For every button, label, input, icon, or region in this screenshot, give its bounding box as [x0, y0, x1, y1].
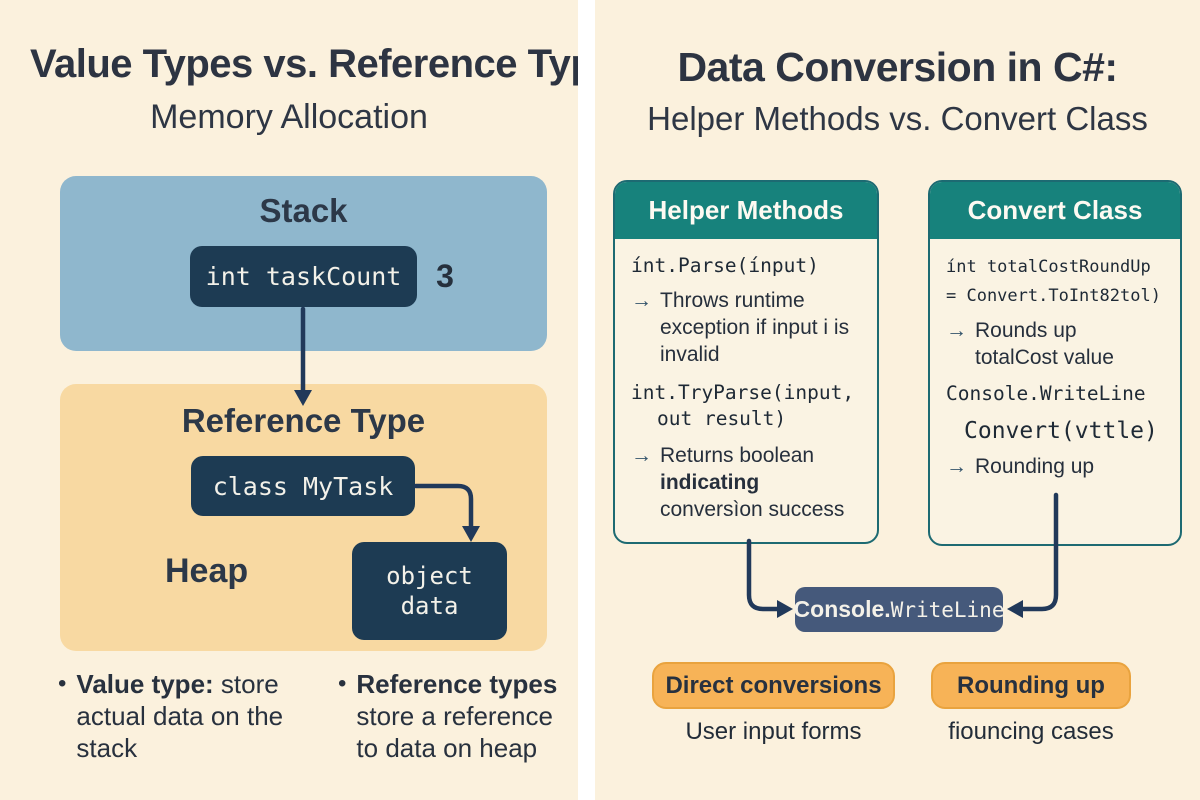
arrow-right-icon: →	[631, 444, 652, 467]
bullet-value-type-rest: store actual data on the stack	[76, 669, 284, 763]
bullet-reference-type-rest: store a reference to data on heap	[356, 701, 553, 763]
panel-value-vs-reference: Value Types vs. Reference Typ Memory All…	[0, 0, 578, 800]
stack-value: 3	[436, 258, 454, 294]
note-tryparse-pre: Returns boolean	[660, 444, 815, 467]
console-node-mono: WriteLine	[890, 597, 1005, 622]
code-convert: Convert(vttle)	[964, 418, 1158, 444]
stack-label: Stack	[259, 192, 348, 229]
left-title: Value Types vs. Reference Typ	[30, 42, 578, 86]
console-writeline-node: Console.WriteLine	[793, 587, 1005, 632]
convert-class-body: ínt totalCostRoundUp = Convert.ToInt82to…	[930, 239, 1180, 480]
class-box: class MyTask	[191, 456, 415, 516]
arrow-right-icon: →	[946, 319, 967, 342]
code-totalcost-line2: = Convert.ToInt82tol)	[946, 286, 1161, 306]
code-console-writeline: Console.WriteLine	[946, 382, 1146, 405]
variable-box: int taskCount	[190, 246, 417, 307]
bullet-value-type-bold: Value type:	[76, 669, 214, 699]
object-data-box: object data	[352, 542, 507, 640]
note-tryparse-bold: indicating	[660, 471, 760, 494]
bullet-dot-icon: •	[338, 670, 347, 697]
bullet-dot-icon: •	[58, 670, 67, 697]
stack-region: Stack int taskCount 3	[60, 176, 547, 351]
note-tryparse-post: conversìon success	[660, 498, 845, 521]
console-node-bold: Console.	[793, 596, 891, 622]
pill-direct-conversions: Direct conversions	[652, 662, 895, 709]
bullet-reference-type-text: Reference types store a reference to dat…	[356, 668, 566, 764]
note-parse-text: Throws runtime exception if input i is i…	[660, 289, 850, 366]
left-subtitle: Memory Allocation	[150, 98, 428, 136]
code-tryparse-line1: int.TryParse(input,	[631, 381, 855, 404]
heap-region: Reference Type class MyTask Heap object …	[60, 384, 547, 651]
note-parse: → Throws runtime exception if input i is…	[631, 287, 861, 368]
bullet-value-type-text: Value type: store actual data on the sta…	[76, 668, 310, 764]
convert-class-card: Convert Class ínt totalCostRoundUp = Con…	[928, 180, 1182, 546]
bullet-reference-type: • Reference types store a reference to d…	[338, 668, 566, 764]
code-tryparse-line2: out result)	[657, 407, 787, 430]
bullet-reference-type-bold: Reference types	[356, 669, 558, 699]
arrow-right-icon: →	[946, 455, 967, 478]
note-rounds-up: → Rounds up totalCost value	[946, 317, 1164, 371]
reference-type-label: Reference Type	[181, 402, 426, 439]
code-int-parse: ínt.Parse(ínput)	[631, 254, 819, 277]
variable-code: int taskCount	[205, 262, 402, 291]
note-rounding-up-text: Rounding up	[975, 455, 1095, 478]
panel-data-conversion: Data Conversion in C#: Helper Methods vs…	[595, 0, 1200, 800]
pill-rounding-up: Rounding up	[931, 662, 1131, 709]
right-title: Data Conversion in C#:	[677, 44, 1118, 90]
caption-user-input-forms: User input forms	[685, 718, 862, 745]
note-rounds-up-text: Rounds up totalCost value	[975, 319, 1114, 369]
panel-divider	[578, 0, 595, 800]
helper-methods-card: Helper Methods ínt.Parse(ínput) → Throws…	[613, 180, 879, 544]
right-subtitle: Helper Methods vs. Convert Class	[647, 100, 1148, 137]
class-code: class MyTask	[212, 471, 394, 501]
note-tryparse: → Returns boolean indicating conversìon …	[631, 442, 861, 523]
note-rounding-up: → Rounding up	[946, 453, 1164, 480]
code-totalcost-line1: ínt totalCostRoundUp	[946, 257, 1151, 277]
arrow-right-icon: →	[631, 289, 652, 312]
caption-rounding-cases: fiouncing cases	[948, 718, 1114, 745]
helper-methods-body: ínt.Parse(ínput) → Throws runtime except…	[615, 239, 877, 523]
bullet-value-type: • Value type: store actual data on the s…	[58, 668, 310, 764]
helper-methods-header: Helper Methods	[615, 182, 877, 239]
note-tryparse-text: Returns boolean indicating conversìon su…	[660, 442, 858, 523]
object-data-code: object data	[386, 562, 473, 620]
convert-class-header: Convert Class	[930, 182, 1180, 239]
heap-label: Heap	[165, 552, 249, 590]
